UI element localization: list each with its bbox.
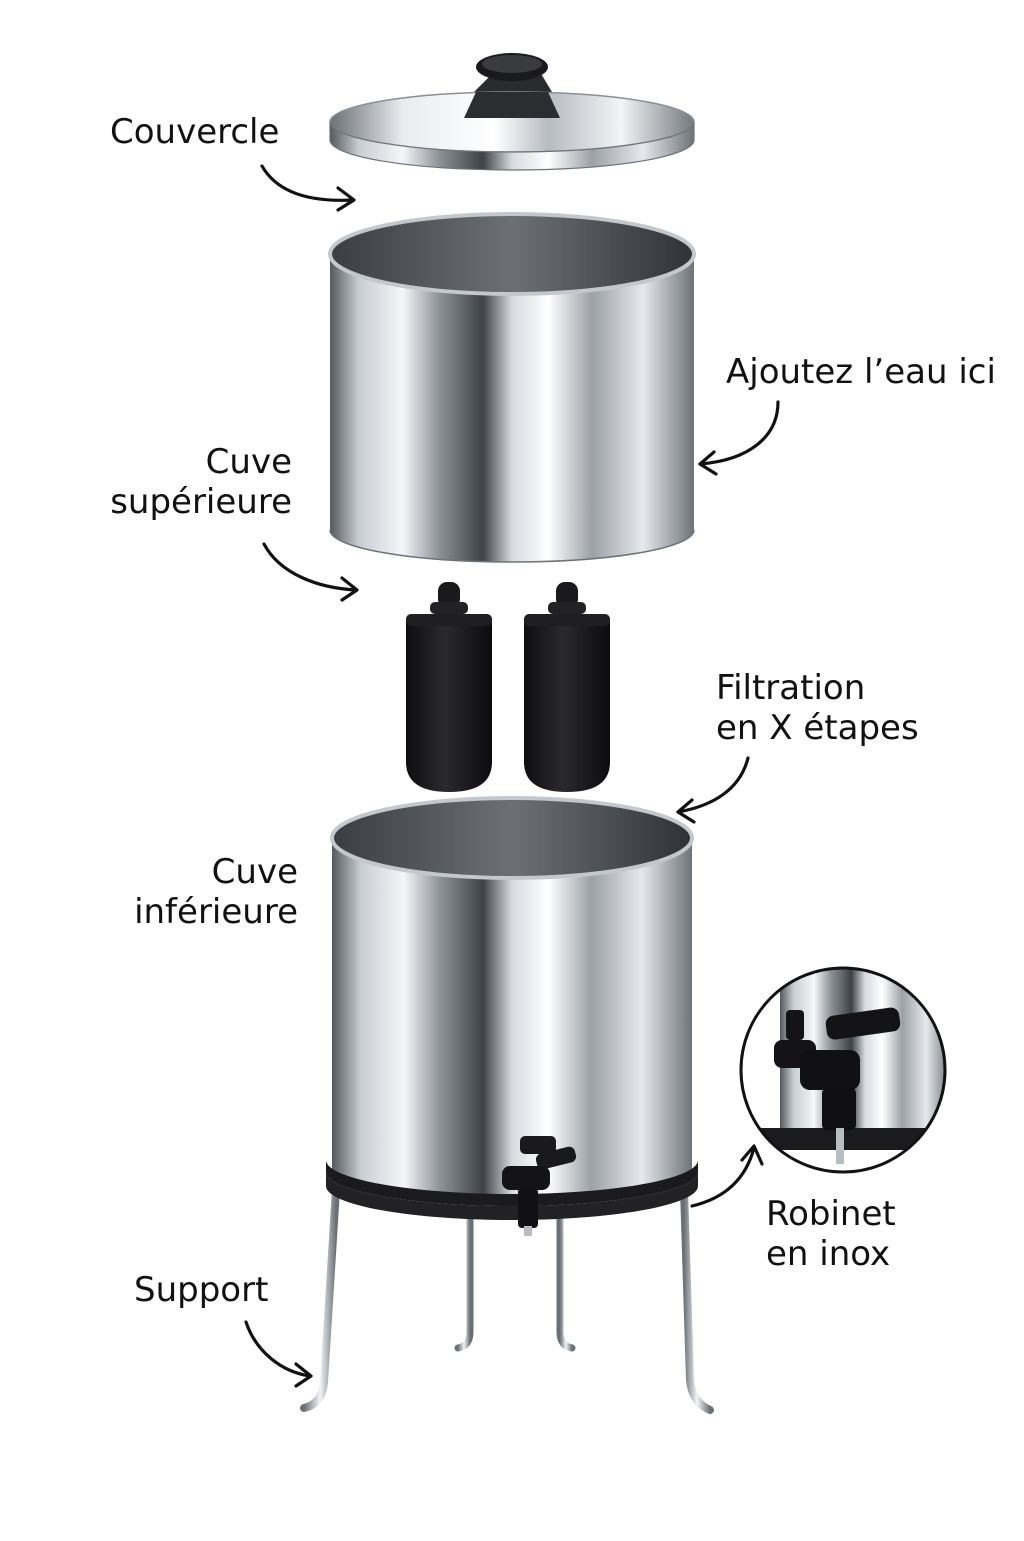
label-upper-tank: Cuve supérieure (80, 442, 292, 522)
label-filtration-line1: Filtration (716, 668, 866, 708)
label-lower-tank-line1: Cuve (211, 852, 298, 892)
arrow-lid (260, 164, 356, 212)
label-stand-text: Support (134, 1270, 269, 1310)
filter-cartridges (406, 582, 610, 792)
annotation-arrows (244, 164, 780, 1388)
label-upper-tank-line1: Cuve (205, 442, 292, 482)
arrow-upper-tank (262, 542, 359, 602)
filter-cartridge-right (524, 582, 610, 792)
upper-tank-part (328, 212, 696, 563)
faucet-part (502, 1136, 577, 1236)
lid-part (329, 53, 695, 171)
stand-ring (326, 1160, 698, 1220)
arrow-add-water (698, 400, 780, 476)
label-faucet-line2: en inox (766, 1234, 891, 1274)
arrow-faucet (690, 1144, 764, 1208)
label-faucet-line1: Robinet (766, 1194, 896, 1234)
label-add-water-text: Ajoutez l’eau ici (726, 352, 996, 392)
label-lid-text: Couvercle (110, 112, 280, 152)
arrow-filtration (676, 756, 750, 824)
filter-cartridge-left (406, 582, 492, 792)
label-faucet: Robinet en inox (766, 1194, 896, 1274)
lower-tank-part (330, 796, 694, 1200)
stand-part (300, 1186, 714, 1414)
label-upper-tank-line2: supérieure (110, 482, 292, 522)
arrow-stand (244, 1320, 313, 1388)
label-lower-tank: Cuve inférieure (100, 852, 298, 932)
label-filtration: Filtration en X étapes (716, 668, 919, 748)
faucet-zoom-inset (739, 966, 947, 1174)
label-lid: Couvercle (110, 112, 279, 152)
label-filtration-line2: en X étapes (716, 708, 919, 748)
label-lower-tank-line2: inférieure (134, 892, 298, 932)
label-stand: Support (134, 1270, 268, 1310)
label-add-water: Ajoutez l’eau ici (726, 352, 996, 392)
